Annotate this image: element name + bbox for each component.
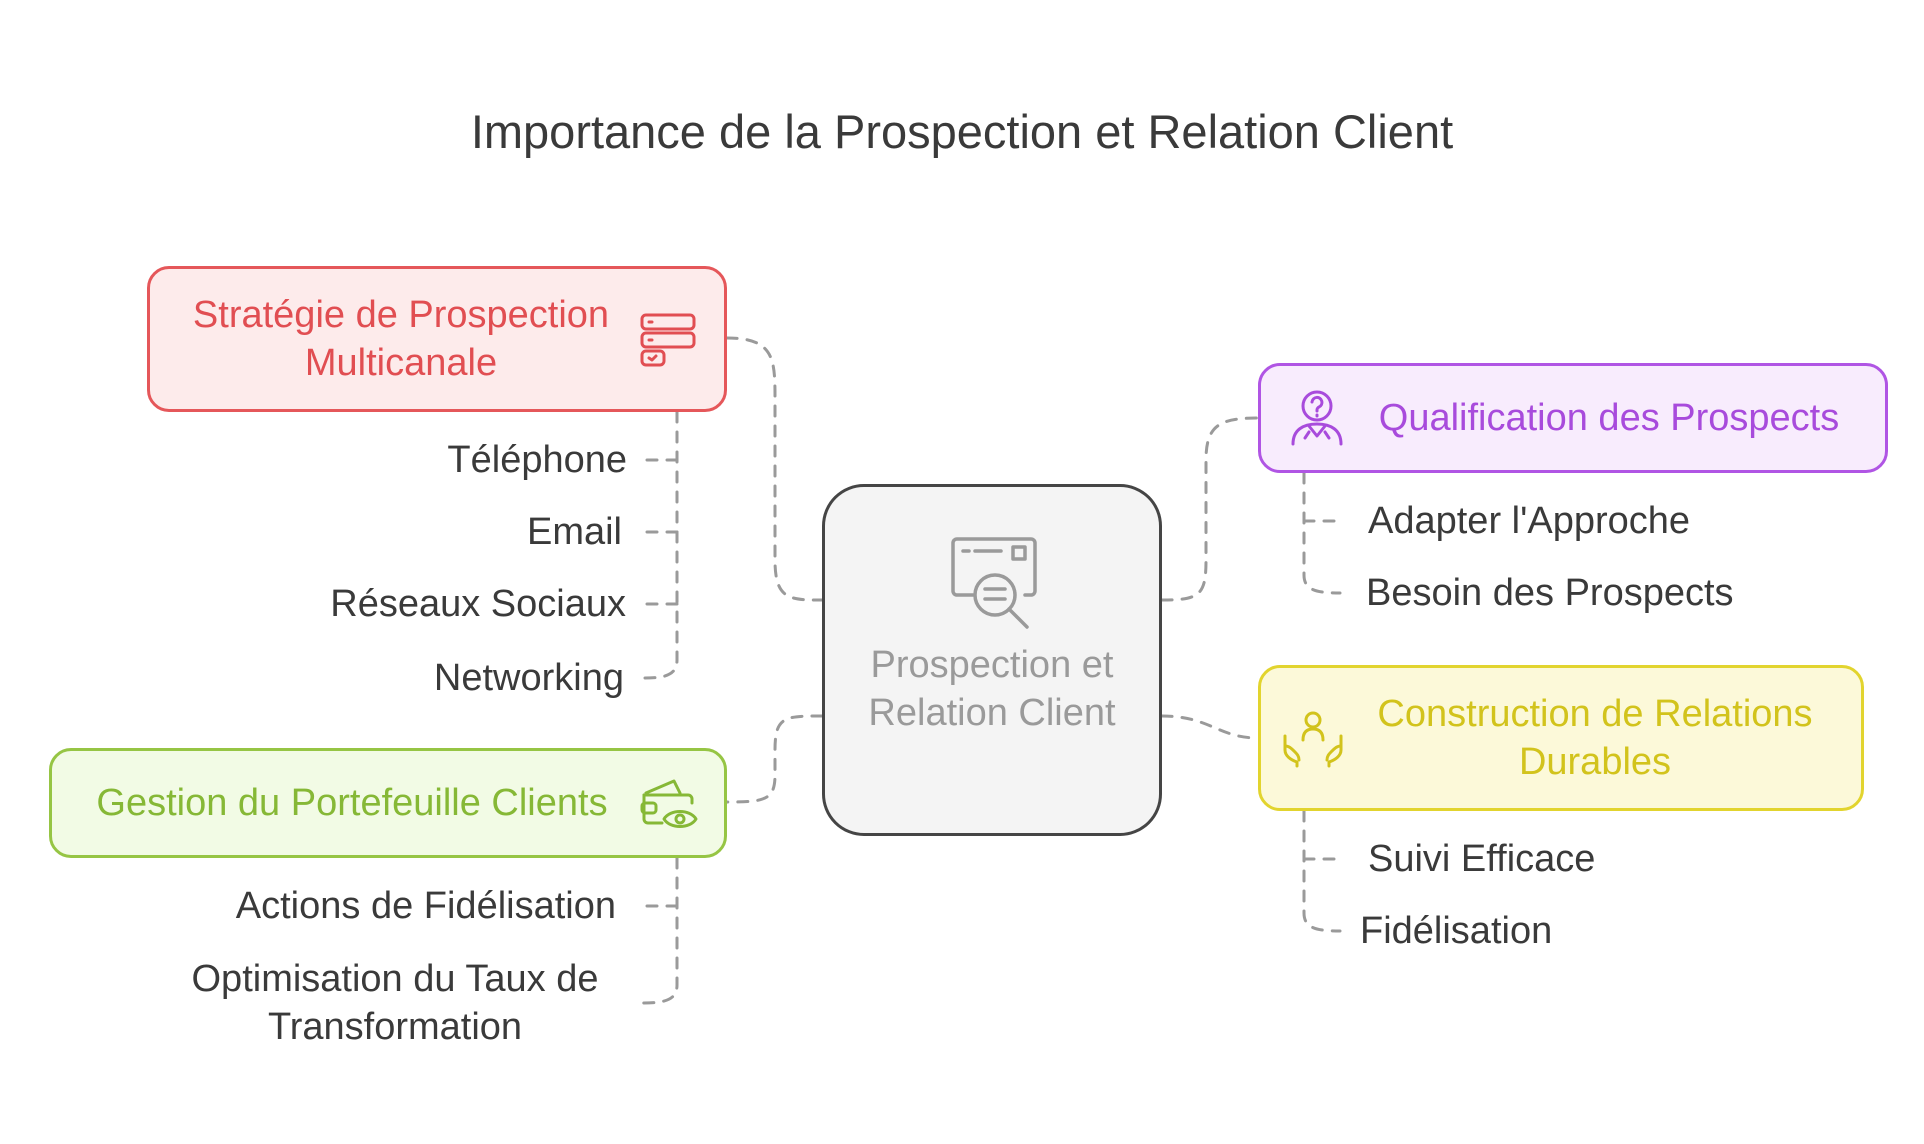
branch-portfolio-label: Gestion du Portefeuille Clients — [96, 782, 608, 824]
leaf-email: Email — [526, 511, 622, 553]
connector-center-qualification — [1160, 416, 1260, 602]
server-stack-icon — [636, 307, 700, 371]
document-search-icon — [945, 533, 1045, 633]
branch-qualification-node: Qualification des Prospects — [1258, 363, 1888, 473]
connector-center-strategy — [725, 336, 824, 602]
wallet-eye-icon — [636, 771, 700, 835]
connector-qualification-trunk — [1302, 471, 1342, 595]
branch-qualification-label: Qualification des Prospects — [1378, 397, 1840, 439]
leaf-besoin-prospects: Besoin des Prospects — [1366, 572, 1734, 614]
leaf-actions-fidelisation: Actions de Fidélisation — [235, 885, 616, 927]
person-hands-icon — [1281, 706, 1345, 770]
branch-strategy-node: Stratégie de Prospection Multicanale — [147, 266, 727, 412]
person-question-icon — [1285, 386, 1349, 450]
leaf-telephone: Téléphone — [447, 439, 627, 481]
connector-center-relations — [1160, 714, 1260, 740]
leaf-suivi-efficace: Suivi Efficace — [1368, 838, 1596, 880]
connector-strategy-trunk — [643, 410, 679, 680]
connector-portfolio-trunk — [640, 856, 679, 1005]
branch-strategy-label: Stratégie de Prospection Multicanale — [192, 294, 610, 384]
branch-relations-label: Construction de Relations Durables — [1377, 693, 1813, 783]
leaf-optimisation-taux: Optimisation du Taux de Transformation — [191, 958, 599, 1048]
leaf-networking: Networking — [433, 657, 624, 699]
leaf-adapter-approche: Adapter l'Approche — [1368, 500, 1691, 542]
branch-portfolio-node: Gestion du Portefeuille Clients — [49, 748, 727, 858]
connector-center-portfolio — [725, 714, 824, 804]
leaf-fidelisation: Fidélisation — [1360, 910, 1553, 952]
leaf-reseaux-sociaux: Réseaux Sociaux — [330, 583, 626, 625]
branch-relations-node: Construction de Relations Durables — [1258, 665, 1864, 811]
center-label: Prospection et Relation Client — [868, 644, 1116, 734]
center-node: Prospection et Relation Client — [822, 484, 1162, 836]
connector-relations-trunk — [1302, 809, 1342, 933]
page-title: Importance de la Prospection et Relation… — [470, 105, 1454, 158]
